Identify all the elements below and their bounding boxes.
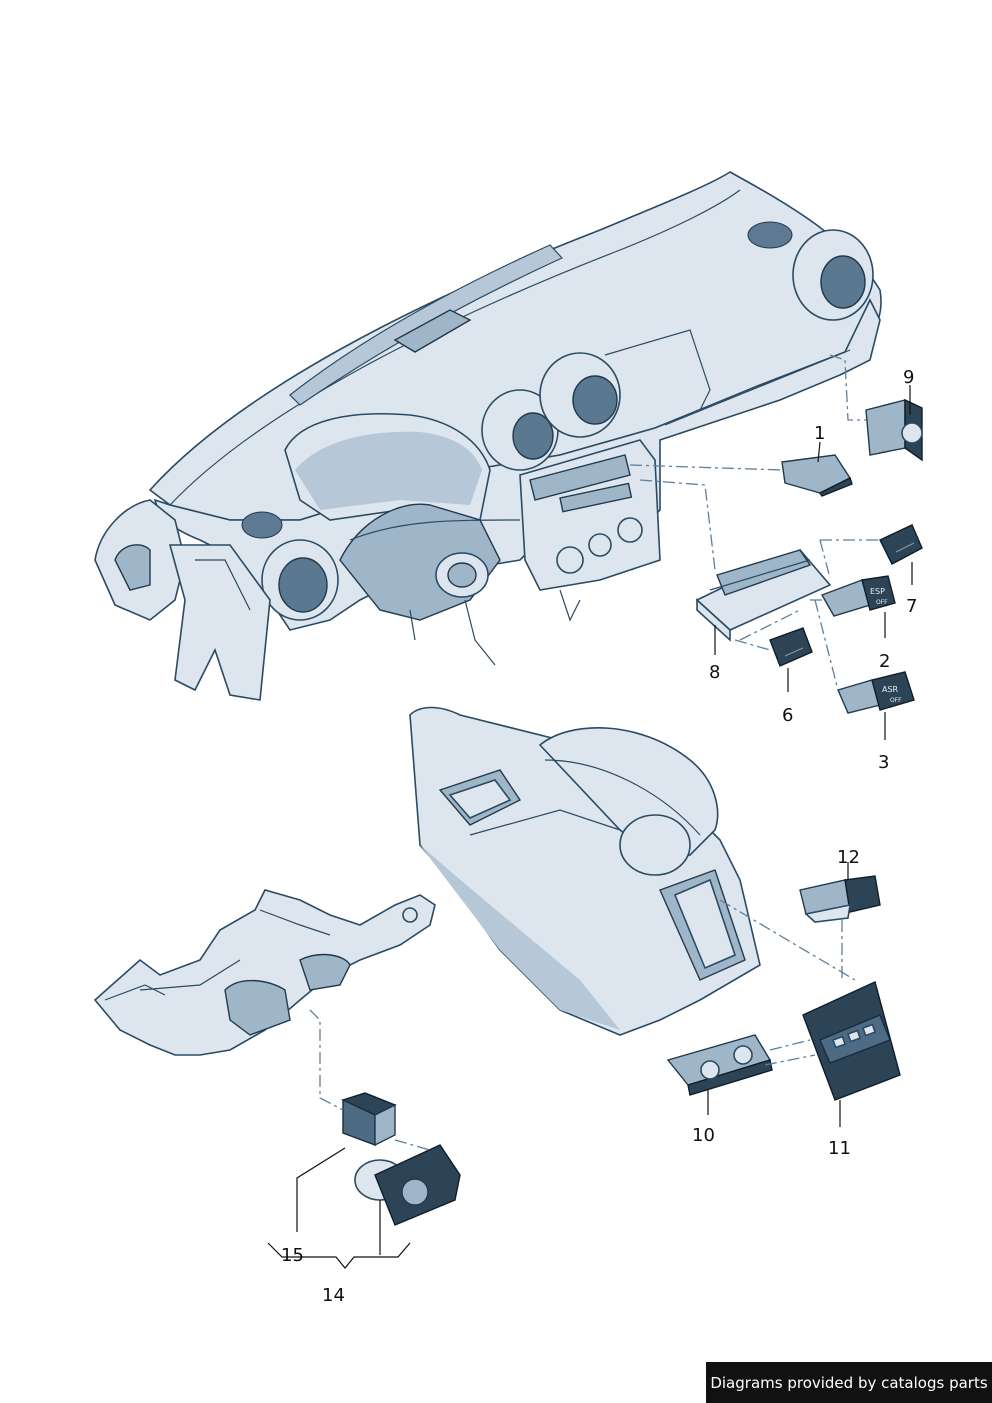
esp-switch-label: ESP xyxy=(870,587,885,596)
callout-12: 12 xyxy=(837,847,860,868)
callout-11: 11 xyxy=(828,1138,851,1159)
part-9-rotary-switch xyxy=(865,398,923,462)
callout-9: 9 xyxy=(903,367,914,388)
asr-off-label: OFF xyxy=(890,697,902,704)
callout-labels: 9 1 7 2 8 6 3 12 10 11 15 14 xyxy=(281,367,917,1306)
part-12-switch xyxy=(799,875,881,923)
part-11-trim-panel xyxy=(802,981,901,1101)
callout-1: 1 xyxy=(814,423,825,444)
callout-6: 6 xyxy=(782,705,793,726)
leader-lines xyxy=(267,385,913,1269)
credit-badge: Diagrams provided by catalogs parts xyxy=(706,1362,992,1403)
callout-10: 10 xyxy=(692,1125,715,1146)
lower-trim-panel xyxy=(93,889,436,1056)
asr-switch-label: ASR xyxy=(882,685,899,694)
part-8-switch-carrier xyxy=(695,549,832,642)
part-3-asr-switch: ASR OFF xyxy=(837,671,915,714)
callout-15: 15 xyxy=(281,1245,304,1266)
part-10-switch-block xyxy=(666,1034,773,1096)
dashboard-panel xyxy=(94,171,882,701)
callout-8: 8 xyxy=(709,662,720,683)
esp-off-label: OFF xyxy=(876,599,888,606)
assembly-dash-lines xyxy=(309,354,880,1151)
part-6-blank-cover xyxy=(769,627,813,667)
part-1-hazard-switch xyxy=(781,454,853,497)
callout-14: 14 xyxy=(322,1285,345,1306)
center-console xyxy=(409,706,761,1036)
part-15-switch xyxy=(341,1092,397,1147)
credit-text: Diagrams provided by catalogs parts xyxy=(710,1373,988,1392)
part-14-headlight-switch xyxy=(354,1144,461,1226)
part-7-blank-cover xyxy=(879,524,923,565)
callout-2: 2 xyxy=(879,651,890,672)
part-2-esp-switch: ESP OFF xyxy=(820,575,896,617)
callout-3: 3 xyxy=(878,752,889,773)
callout-7: 7 xyxy=(906,596,917,617)
